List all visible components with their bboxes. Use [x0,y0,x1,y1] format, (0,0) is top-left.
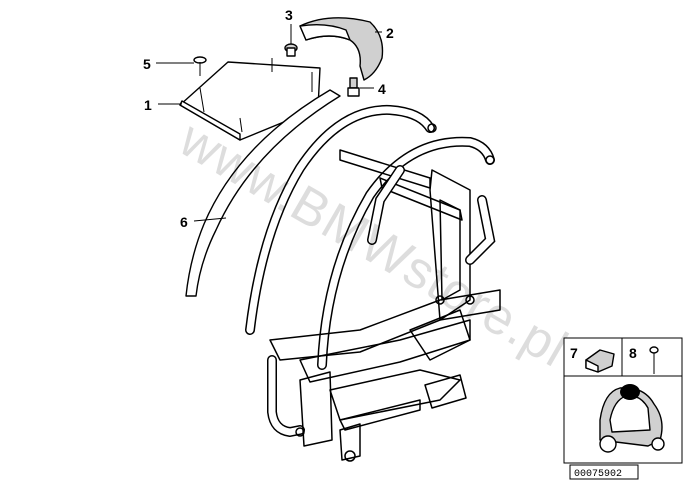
watermark: www.BMWstore.pl [169,110,577,379]
part-8-rivet[interactable] [649,346,659,374]
inset-panel: 7 8 [563,337,683,464]
callout-7: 7 [570,345,578,361]
part-2-top-panel[interactable] [299,17,384,81]
callout-8: 8 [629,345,637,361]
callout-2: 2 [386,25,394,41]
part-7-clip[interactable] [585,349,615,373]
part-5-screw[interactable] [193,56,207,76]
callout-6: 6 [180,214,188,230]
scooter-thumbnail [599,384,665,453]
part-6-curved-strip[interactable] [185,89,341,297]
callout-1: 1 [144,97,152,113]
callout-labels: 1 2 3 4 5 6 [143,7,394,230]
reference-code-text: 00075902 [574,469,622,480]
reference-code: 00075902 [569,464,639,480]
callout-4: 4 [378,81,386,97]
leader-lines [156,24,382,222]
callout-5: 5 [143,56,151,72]
callout-3: 3 [285,7,293,23]
part-3-grommet[interactable] [284,43,298,57]
main-frame[interactable] [245,104,501,462]
part-4-bolt[interactable] [347,77,360,97]
